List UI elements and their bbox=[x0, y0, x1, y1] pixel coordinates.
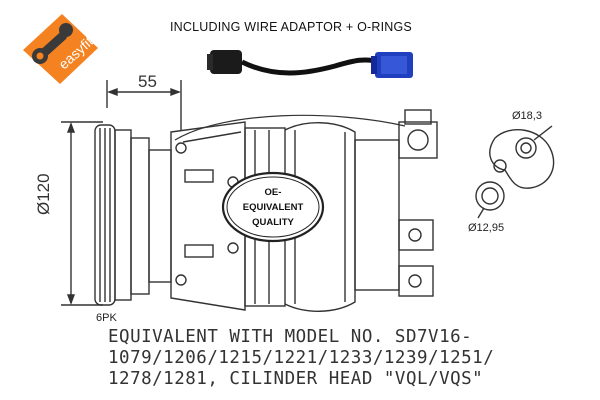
belt-type-label: 6PK bbox=[96, 312, 117, 324]
oring-large-outline bbox=[489, 129, 555, 189]
diameter-dimension: Ø120 bbox=[34, 173, 53, 215]
caption-line-3: 1278/1281, CILINDER HEAD "VQL/VQS" bbox=[108, 369, 484, 389]
stamp-line-2: EQUIVALENT bbox=[243, 202, 304, 213]
caption-line-1: EQUIVALENT WITH MODEL NO. SD7V16- bbox=[108, 327, 473, 347]
compressor-drawing: OE- EQUIVALENT QUALITY bbox=[61, 80, 438, 312]
quality-stamp bbox=[221, 171, 325, 243]
stamp-line-1: OE- bbox=[265, 187, 282, 198]
oring-large-diameter: Ø18,3 bbox=[512, 110, 542, 122]
oring-small bbox=[475, 181, 505, 211]
wire-adaptor bbox=[207, 50, 413, 78]
o-rings bbox=[475, 125, 555, 219]
black-plug bbox=[210, 50, 242, 74]
width-dimension: 55 bbox=[138, 72, 157, 91]
header-note: INCLUDING WIRE ADAPTOR + O-RINGS bbox=[170, 20, 412, 34]
caption-line-2: 1079/1206/1215/1221/1233/1239/1251/ bbox=[108, 348, 495, 368]
cable bbox=[240, 57, 382, 76]
oring-small-diameter: Ø12,95 bbox=[468, 222, 505, 234]
easyfit-logo: easyfit bbox=[23, 14, 98, 84]
stamp-line-3: QUALITY bbox=[252, 217, 294, 228]
